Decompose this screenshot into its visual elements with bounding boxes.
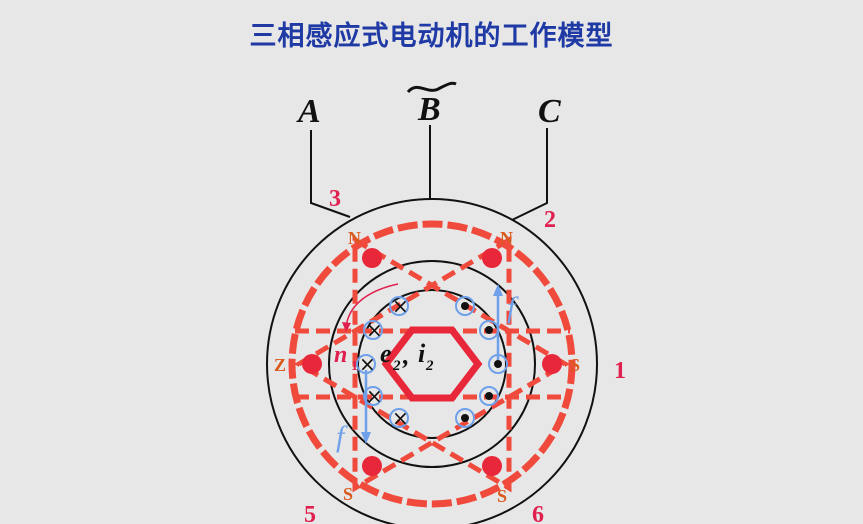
phase-a-label: A [296,93,321,130]
rotor-flux-hexagon [381,326,483,402]
page-title: 三相感应式电动机的工作模型 [249,21,614,52]
pole-top-right: N [500,228,513,248]
flux-splash-marks [302,248,562,476]
emf-label: e [380,339,392,368]
label-separator: , [402,341,410,370]
current-label: i [418,339,426,368]
terminal-3: 3 [329,186,341,212]
rotation-arrow-icon [345,283,399,329]
conductors-into-page: × × × × × [356,294,409,430]
speed-label-sub: 1 [351,359,358,374]
svg-text:×: × [366,318,383,342]
rotation-arrowhead-icon [342,322,351,332]
lead-wire-c [511,128,548,221]
svg-text:×: × [392,294,409,318]
stator-outer-ring [266,198,598,524]
phase-b-label: B [417,91,441,128]
force-arrowhead-up-icon [493,284,503,296]
svg-text:×: × [392,406,409,430]
speed-label: n [334,342,347,368]
svg-text:×: × [359,352,376,376]
lead-wire-a [310,130,351,218]
pole-bottom-right: S [497,486,507,506]
flux-outer-loop [288,220,576,508]
pole-bottom-left: S [343,484,353,504]
current-label-sub: 2 [425,358,434,374]
phase-c-label: C [538,93,561,130]
conductors-out-of-page [455,296,508,428]
svg-text:×: × [366,384,383,408]
pole-top-left: N [348,228,361,248]
ac-tilde-icon [406,81,457,94]
pole-left: Z [274,355,286,375]
stator-inner-ring [328,260,536,468]
terminal-2: 2 [544,207,556,233]
emf-label-sub: 2 [392,358,401,374]
terminal-1: 1 [614,358,626,384]
pole-right: S [570,355,580,375]
force-label-left: f [336,420,348,453]
terminal-6: 6 [532,502,544,524]
terminal-5: 5 [304,502,316,524]
force-arrowhead-down-icon [361,432,371,444]
